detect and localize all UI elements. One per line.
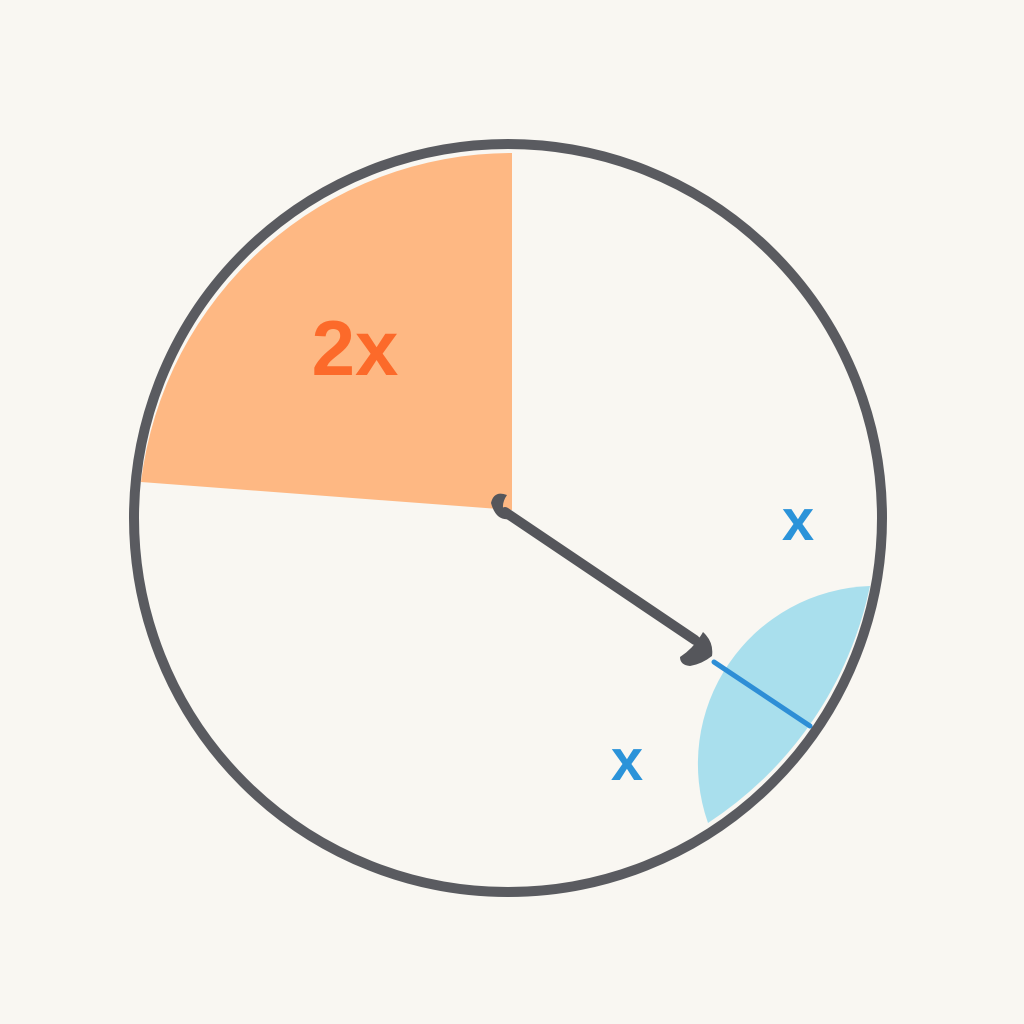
blue-lower-label: x xyxy=(611,728,643,793)
arrow-tail xyxy=(491,493,509,520)
blue-segment xyxy=(697,586,870,823)
circle-outline xyxy=(129,139,887,897)
orange-sector-label: 2x xyxy=(312,304,399,392)
blue-divider-line xyxy=(711,659,813,729)
arrow-head xyxy=(680,632,713,666)
blue-upper-label: x xyxy=(782,488,814,553)
orange-sector xyxy=(141,153,512,510)
arrow-icon xyxy=(491,493,713,666)
arrow-shaft xyxy=(500,507,700,645)
